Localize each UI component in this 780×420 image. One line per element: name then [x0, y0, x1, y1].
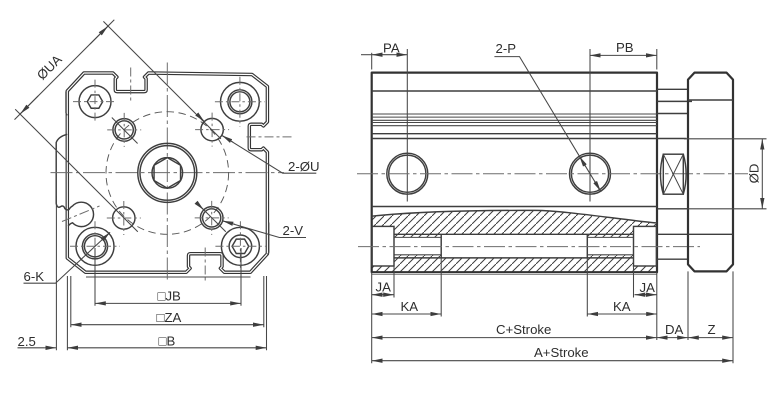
svg-text:C+Stroke: C+Stroke: [496, 322, 551, 337]
svg-text:2-P: 2-P: [496, 41, 517, 56]
svg-text:DA: DA: [665, 322, 684, 337]
svg-text:KA: KA: [613, 299, 631, 314]
svg-text:JA: JA: [640, 280, 656, 295]
svg-text:□JB: □JB: [158, 288, 182, 303]
svg-text:2.5: 2.5: [18, 334, 36, 349]
svg-text:KA: KA: [401, 299, 419, 314]
svg-text:2-V: 2-V: [283, 223, 304, 238]
svg-text:PA: PA: [383, 41, 400, 56]
svg-text:A+Stroke: A+Stroke: [534, 345, 589, 360]
svg-text:□ZA: □ZA: [157, 310, 182, 325]
svg-text:Z: Z: [708, 322, 716, 337]
svg-text:6-K: 6-K: [24, 269, 45, 284]
svg-text:JA: JA: [376, 280, 392, 295]
svg-text:PB: PB: [616, 40, 634, 55]
svg-text:2-ØU: 2-ØU: [288, 159, 320, 174]
svg-text:ØD: ØD: [747, 164, 762, 184]
svg-text:□B: □B: [159, 333, 176, 348]
